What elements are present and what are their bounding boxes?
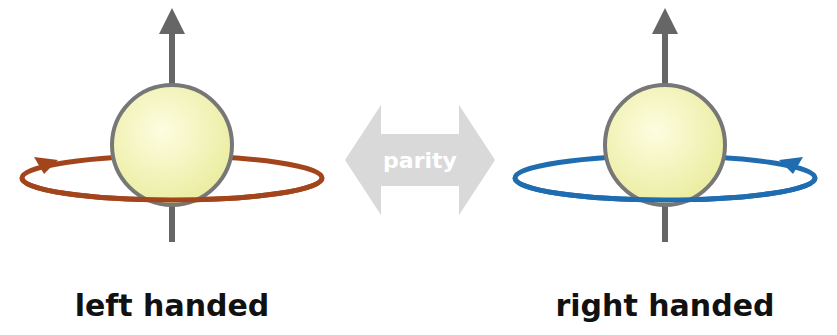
- left-sphere: [22, 8, 322, 242]
- right-sphere: [515, 8, 815, 242]
- handedness-label: left handed: [75, 288, 270, 323]
- handedness-label: right handed: [556, 288, 775, 323]
- operation-label: parity: [383, 148, 457, 173]
- parity-double-arrow: parity: [345, 105, 495, 215]
